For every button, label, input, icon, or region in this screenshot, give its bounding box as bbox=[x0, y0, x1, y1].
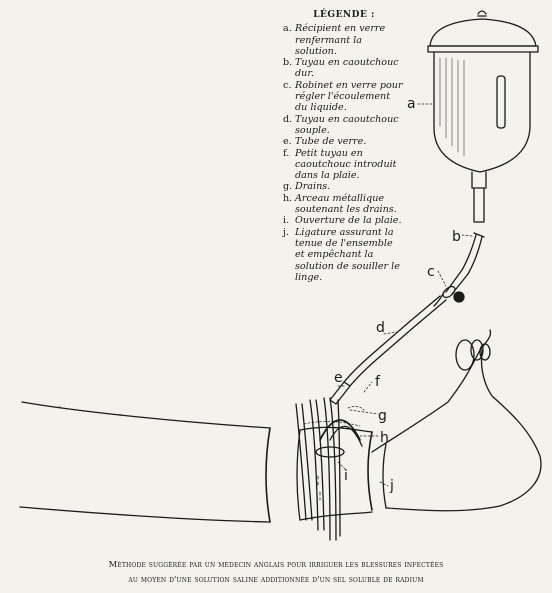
caption-line-2: au moyen d'une solution saline additionn… bbox=[128, 574, 424, 584]
leader-lines bbox=[337, 103, 473, 487]
label-h: h bbox=[380, 430, 389, 446]
legend-item-b: b.Tuyau en caoutchouc dur. bbox=[283, 57, 399, 80]
tubing-system bbox=[329, 232, 485, 405]
label-a: a bbox=[407, 96, 416, 112]
legend-item-c: c.Robinet en verre pour régler l'écoulem… bbox=[283, 79, 403, 114]
legend-item-f: f.Petit tuyau en caoutchouc introduit da… bbox=[283, 147, 397, 182]
legend-item-h: h.Arceau métallique soutenant les drains… bbox=[283, 192, 397, 216]
label-b: b bbox=[452, 229, 461, 245]
leg-outline bbox=[19, 329, 542, 523]
label-i: i bbox=[344, 468, 348, 484]
legend-title: LÉGENDE : bbox=[313, 10, 375, 20]
legend-item-a: a.Récipient en verre renfermant la solut… bbox=[283, 23, 386, 57]
caption-line-1: Méthode suggérée par un médecin anglais … bbox=[108, 559, 444, 569]
label-d: d bbox=[376, 320, 385, 336]
legend-item-d: d.Tuyau en caoutchouc souple. bbox=[283, 113, 399, 136]
label-e: e bbox=[334, 370, 343, 386]
label-g: g bbox=[378, 408, 387, 424]
glass-reservoir bbox=[427, 10, 539, 223]
legend-item-i: i.Ouverture de la plaie. bbox=[283, 215, 402, 227]
label-f: f bbox=[375, 374, 381, 390]
drains bbox=[295, 397, 365, 541]
label-j: j bbox=[389, 478, 394, 494]
legend-item-g: g.Drains. bbox=[283, 181, 331, 193]
legend-item-j: j.Ligature assurant la tenue de l'ensemb… bbox=[283, 226, 400, 283]
legend: LÉGENDE : a.Récipient en verre renferman… bbox=[283, 10, 405, 283]
label-c: c bbox=[427, 264, 435, 280]
legend-item-e: e.Tube de verre. bbox=[283, 136, 367, 148]
